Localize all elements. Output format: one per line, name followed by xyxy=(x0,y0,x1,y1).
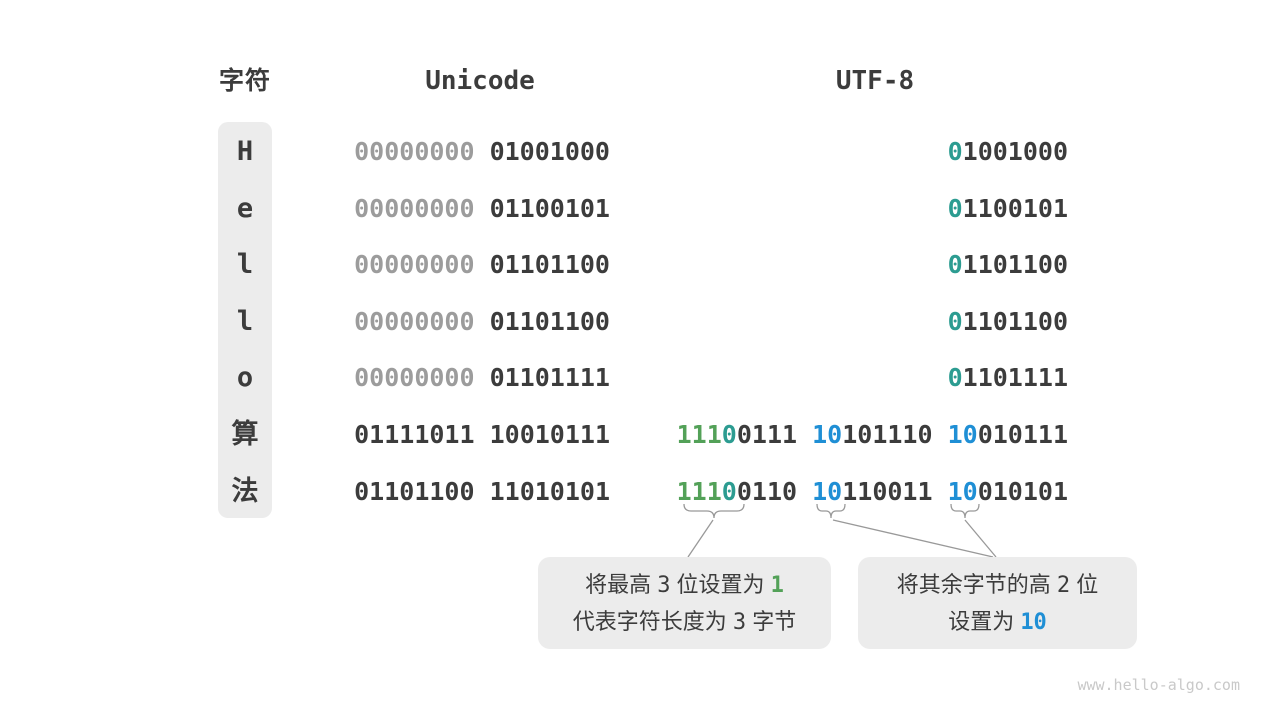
bit-segment: 0 xyxy=(947,250,963,280)
unicode-cell: 00000000 01101111 xyxy=(354,364,610,392)
bit-segment: 01111011 10010111 xyxy=(354,420,610,449)
bit-segment: 3 xyxy=(657,572,671,598)
bit-segment: 01101100 xyxy=(489,250,610,280)
utf8-cell: 01101100 xyxy=(947,306,1068,336)
bit-segment: 01101100 xyxy=(489,306,610,336)
column-header-unicode: Unicode xyxy=(425,66,535,96)
utf8-cell: 11100111 10101110 10010111 xyxy=(677,421,1068,449)
connector-line-prefix xyxy=(687,519,714,558)
utf8-cell: 01101111 xyxy=(948,364,1068,392)
bit-segment: 10 xyxy=(947,476,978,506)
unicode-cell: 01101100 11010101 xyxy=(354,476,610,506)
unicode-cell: 01111011 10010111 xyxy=(354,421,610,449)
bit-segment: 字节 xyxy=(746,608,797,634)
bit-segment: 将最高 xyxy=(585,571,658,597)
bit-segment: 10 xyxy=(1020,609,1047,635)
bit-segment: 0 xyxy=(721,420,737,449)
bit-segment: 10 xyxy=(812,476,843,506)
column-header-character: 字符 xyxy=(218,67,272,95)
character-cell: 法 xyxy=(231,475,259,507)
unicode-cell: 00000000 01101100 xyxy=(354,251,610,279)
bit-segment: 00000000 xyxy=(354,193,490,223)
bit-segment: 位 xyxy=(1070,571,1099,597)
callout-text-line: 将其余字节的高 2 位 xyxy=(858,568,1137,602)
bit-segment: 101110 xyxy=(842,420,948,449)
bit-segment: 01001000 xyxy=(489,137,610,166)
bit-segment: 设置为 xyxy=(948,608,1021,634)
column-header-utf8: UTF-8 xyxy=(835,66,915,96)
bit-segment: 1001000 xyxy=(962,137,1068,166)
character-cell: H xyxy=(236,136,254,167)
connector-line-byte2 xyxy=(832,519,994,558)
bit-segment: 0 xyxy=(721,476,737,506)
bit-segment: 10 xyxy=(947,420,978,449)
utf8-cell: 11100110 10110011 10010101 xyxy=(676,476,1068,506)
bit-segment: 01101100 11010101 xyxy=(354,476,610,506)
bit-segment: 111 xyxy=(676,420,722,449)
bit-segment: 位设置为 xyxy=(670,571,771,597)
bit-segment: 00000000 xyxy=(354,137,490,166)
character-cell: o xyxy=(236,362,254,394)
callout-text-line: 将最高 3 位设置为 1 xyxy=(538,568,831,602)
bit-segment: 0 xyxy=(947,306,963,336)
bit-segment: 0110 xyxy=(736,476,813,506)
bit-segment: 01100101 xyxy=(489,193,610,223)
table-row: 算 01111011 10010111 11100111 10101110 10… xyxy=(0,421,1280,449)
connector-line-byte3 xyxy=(964,519,997,558)
table-row: o 00000000 01101111 01101111 xyxy=(0,364,1280,392)
watermark: www.hello-algo.com xyxy=(1077,676,1240,694)
table-row: 法 01101100 11010101 11100110 10110011 10… xyxy=(0,475,1280,507)
bit-segment: 0 xyxy=(947,363,963,393)
bit-segment: 1101100 xyxy=(962,306,1068,336)
underbrace-continuation-byte3 xyxy=(950,503,980,519)
unicode-cell: 00000000 01001000 xyxy=(354,138,610,166)
unicode-cell: 00000000 01101100 xyxy=(354,306,610,336)
bit-segment: 1101100 xyxy=(962,250,1068,280)
character-cell: l xyxy=(236,249,254,281)
bit-segment: 0 xyxy=(947,137,963,166)
utf8-cell: 01100101 xyxy=(947,193,1068,223)
character-column-background xyxy=(218,122,272,518)
bit-segment: 1100101 xyxy=(962,193,1068,223)
callout-text-line: 代表字符长度为 3 字节 xyxy=(538,605,831,639)
underbrace-3bit-prefix xyxy=(683,503,745,519)
bit-segment: 010111 xyxy=(977,420,1068,449)
bit-segment: 2 xyxy=(1056,572,1071,598)
callout-continuation-bits: 将其余字节的高 2 位设置为 10 xyxy=(858,557,1137,649)
table-row: l 00000000 01101100 01101100 xyxy=(0,251,1280,279)
utf8-cell: 01101100 xyxy=(948,251,1068,279)
bit-segment: 0 xyxy=(947,193,963,223)
bit-segment: 010101 xyxy=(977,476,1068,506)
bit-segment: 将其余字节的高 xyxy=(896,571,1057,597)
bit-segment: 3 xyxy=(732,609,747,635)
bit-segment: 代表字符长度为 xyxy=(572,608,733,634)
underbrace-continuation-byte2 xyxy=(816,503,846,519)
bit-segment: 10 xyxy=(812,420,843,449)
character-cell: 算 xyxy=(231,419,259,450)
unicode-cell: 00000000 01100101 xyxy=(354,193,610,223)
bit-segment: 00000000 xyxy=(354,363,490,393)
bit-segment: 1101111 xyxy=(962,363,1068,393)
callout-text-line: 设置为 10 xyxy=(858,605,1137,639)
bit-segment: 00000000 xyxy=(354,306,490,336)
bit-segment: 110011 xyxy=(842,476,948,506)
table-row: e 00000000 01100101 01100101 xyxy=(0,192,1280,224)
table-row: H 00000000 01001000 01001000 xyxy=(0,138,1280,166)
bit-segment: 1 xyxy=(770,572,784,598)
bit-segment: 111 xyxy=(676,476,722,506)
bit-segment: 0111 xyxy=(736,420,813,449)
table-row: l 00000000 01101100 01101100 xyxy=(0,305,1280,337)
bit-segment: 00000000 xyxy=(354,250,490,280)
character-cell: l xyxy=(236,305,254,337)
character-cell: e xyxy=(236,192,254,224)
utf8-cell: 01001000 xyxy=(948,138,1068,166)
bit-segment: 01101111 xyxy=(489,363,610,393)
